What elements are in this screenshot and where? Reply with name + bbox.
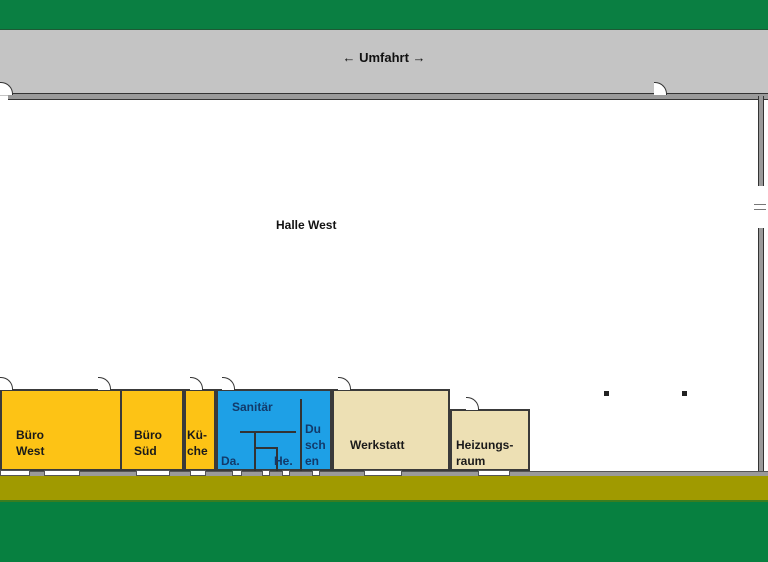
room-label: raum bbox=[456, 454, 486, 468]
east-gate-icon bbox=[754, 204, 766, 210]
room-buero-west[interactable]: Büro West bbox=[0, 389, 122, 471]
hall-east-wall-lower bbox=[758, 228, 764, 473]
window bbox=[190, 470, 206, 476]
window bbox=[262, 470, 270, 476]
room-sanitaer[interactable]: Sanitär Da. He. Du sch en bbox=[216, 389, 332, 471]
road-label: ← Umfahrt → bbox=[342, 50, 426, 65]
room-label: Süd bbox=[134, 444, 157, 458]
room-kueche[interactable]: Kü- che bbox=[184, 389, 216, 471]
top-green-band bbox=[0, 0, 768, 30]
room-label-duschen: en bbox=[305, 454, 320, 468]
room-buero-sued[interactable]: Büro Süd bbox=[120, 389, 184, 471]
interior-wall bbox=[300, 399, 302, 471]
hall-north-wall bbox=[8, 93, 768, 100]
hall-label: Halle West bbox=[276, 218, 337, 232]
room-label: Werkstatt bbox=[350, 438, 405, 452]
window bbox=[136, 470, 170, 476]
hall-east-wall-upper bbox=[758, 96, 764, 186]
room-label: West bbox=[16, 444, 45, 458]
interior-wall bbox=[240, 431, 296, 433]
olive-strip bbox=[0, 476, 768, 500]
window bbox=[44, 470, 80, 476]
room-label-damen: Da. bbox=[221, 454, 240, 468]
column-marker bbox=[682, 391, 687, 396]
room-label: Heizungs- bbox=[456, 438, 514, 452]
room-label: Büro bbox=[16, 428, 44, 442]
room-label: Sanitär bbox=[232, 400, 273, 414]
room-label-duschen: sch bbox=[305, 438, 326, 452]
interior-wall bbox=[276, 449, 278, 471]
window bbox=[282, 470, 290, 476]
room-label: Büro bbox=[134, 428, 162, 442]
interior-wall bbox=[256, 447, 278, 449]
column-marker bbox=[604, 391, 609, 396]
room-label: Kü- bbox=[187, 428, 207, 442]
room-werkstatt[interactable]: Werkstatt bbox=[332, 389, 450, 471]
room-label-herren: He. bbox=[274, 454, 293, 468]
room-label-duschen: Du bbox=[305, 422, 321, 436]
window bbox=[364, 470, 402, 476]
road-umfahrt bbox=[0, 30, 768, 96]
window bbox=[0, 470, 30, 476]
window bbox=[312, 470, 320, 476]
bottom-green-band bbox=[0, 500, 768, 562]
window bbox=[232, 470, 242, 476]
window bbox=[478, 470, 510, 476]
interior-wall bbox=[254, 431, 256, 471]
room-heizungsraum[interactable]: Heizungs- raum bbox=[450, 409, 530, 471]
room-label: che bbox=[187, 444, 208, 458]
